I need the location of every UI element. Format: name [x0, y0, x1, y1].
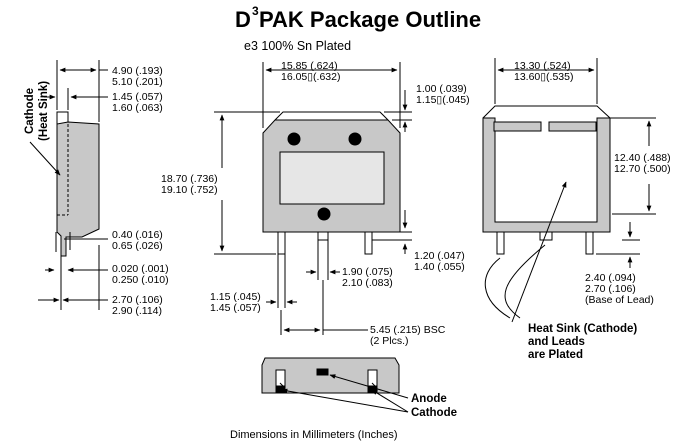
mount-hole-right: [348, 132, 362, 146]
front-top-a: 1.00 (.039): [416, 83, 467, 95]
side-dim-5b: 2.90 (.114): [112, 305, 162, 317]
front-top-b: 1.15▯(.045): [416, 94, 470, 106]
side-dim-2b: 1.60 (.063): [112, 102, 163, 114]
front-lead-left: [277, 231, 286, 255]
side-dimensions: 4.90 (.193) 5.10 (.201) 1.45 (.057) 1.60…: [112, 65, 169, 317]
front-leadw-b: 2.10 (.083): [342, 277, 393, 289]
back-width-b: 13.60▯(.535): [514, 71, 573, 83]
title-prefix: D: [235, 7, 251, 32]
front-leadw-a: 1.90 (.075): [342, 266, 393, 278]
footer-note: Dimensions in Millimeters (Inches): [230, 429, 398, 441]
side-cathode-label: Cathode (Heat Sink): [24, 81, 50, 141]
side-dim-4b: 0.250 (.010): [112, 274, 169, 286]
side-dim-5a: 2.70 (.106): [112, 294, 163, 306]
front-leadt-a: 1.15 (.045): [210, 291, 261, 303]
front-leadt-b: 1.45 (.057): [210, 302, 261, 314]
mount-hole-center: [317, 207, 331, 221]
back-lead-c: (Base of Lead): [585, 294, 654, 306]
front-window: [279, 151, 385, 205]
front-height-b: 19.10 (.752): [161, 184, 218, 196]
back-plate-right: [548, 121, 597, 132]
side-dim-2a: 1.45 (.057): [112, 91, 163, 103]
subtitle: e3 100% Sn Plated: [244, 39, 351, 53]
front-pitch-a: 5.45 (.215) BSC: [370, 324, 446, 336]
side-dim-1b: 5.10 (.201): [112, 76, 163, 88]
back-heatsink: [482, 117, 611, 233]
front-pitch-b: (2 Plcs.): [370, 335, 409, 347]
side-label-line2: (Heat Sink): [38, 81, 50, 141]
side-body: [56, 121, 100, 257]
back-lead-center: [539, 231, 553, 241]
front-leadgap-a: 1.20 (.047): [414, 250, 465, 262]
back-height-a: 12.40 (.488): [614, 152, 671, 164]
title-superscript: 3: [252, 4, 259, 18]
plated-note-line1: Heat Sink (Cathode): [528, 323, 637, 335]
back-lead-right: [585, 231, 594, 255]
front-leadgap-b: 1.40 (.055): [414, 261, 465, 273]
plated-note-line2: and Leads: [528, 336, 585, 348]
front-width-a: 15.85 (.624): [281, 60, 338, 72]
anode-label: Anode: [411, 393, 447, 405]
cathode-label: Cathode: [411, 407, 457, 419]
drawing-title: D 3 PAK Package Outline: [235, 4, 481, 32]
side-dim-3a: 0.40 (.016): [112, 229, 163, 241]
side-dim-3b: 0.65 (.026): [112, 240, 163, 252]
bottom-labels: Anode Cathode: [411, 393, 457, 419]
back-view: [482, 58, 656, 323]
bottom-view: [261, 357, 409, 413]
front-lead-center: [317, 231, 329, 241]
front-width-b: 16.05▯(.632): [281, 71, 340, 83]
back-plated-note: Heat Sink (Cathode) and Leads are Plated: [528, 323, 637, 361]
back-lead-a: 2.40 (.094): [585, 272, 636, 284]
back-lead-b: 2.70 (.106): [585, 283, 636, 295]
front-lead-right: [364, 231, 373, 255]
front-height-a: 18.70 (.736): [161, 173, 218, 185]
title-main: PAK Package Outline: [259, 7, 481, 32]
back-dimensions: 13.30 (.524) 13.60▯(.535) 12.40 (.488) 1…: [514, 60, 671, 306]
back-width-a: 13.30 (.524): [514, 60, 571, 72]
mount-hole-left: [287, 132, 301, 146]
plated-note-line3: are Plated: [528, 349, 583, 361]
side-dim-4a: 0.020 (.001): [112, 263, 169, 275]
side-label-line1: Cathode: [24, 88, 36, 134]
side-view: [29, 60, 108, 310]
front-view: [214, 62, 412, 335]
back-plate-left: [493, 121, 542, 132]
back-height-b: 12.70 (.500): [614, 163, 671, 175]
back-lead-left: [496, 231, 505, 255]
side-dim-1a: 4.90 (.193): [112, 65, 163, 77]
front-dimensions: 15.85 (.624) 16.05▯(.632) 1.00 (.039) 1.…: [161, 60, 470, 347]
